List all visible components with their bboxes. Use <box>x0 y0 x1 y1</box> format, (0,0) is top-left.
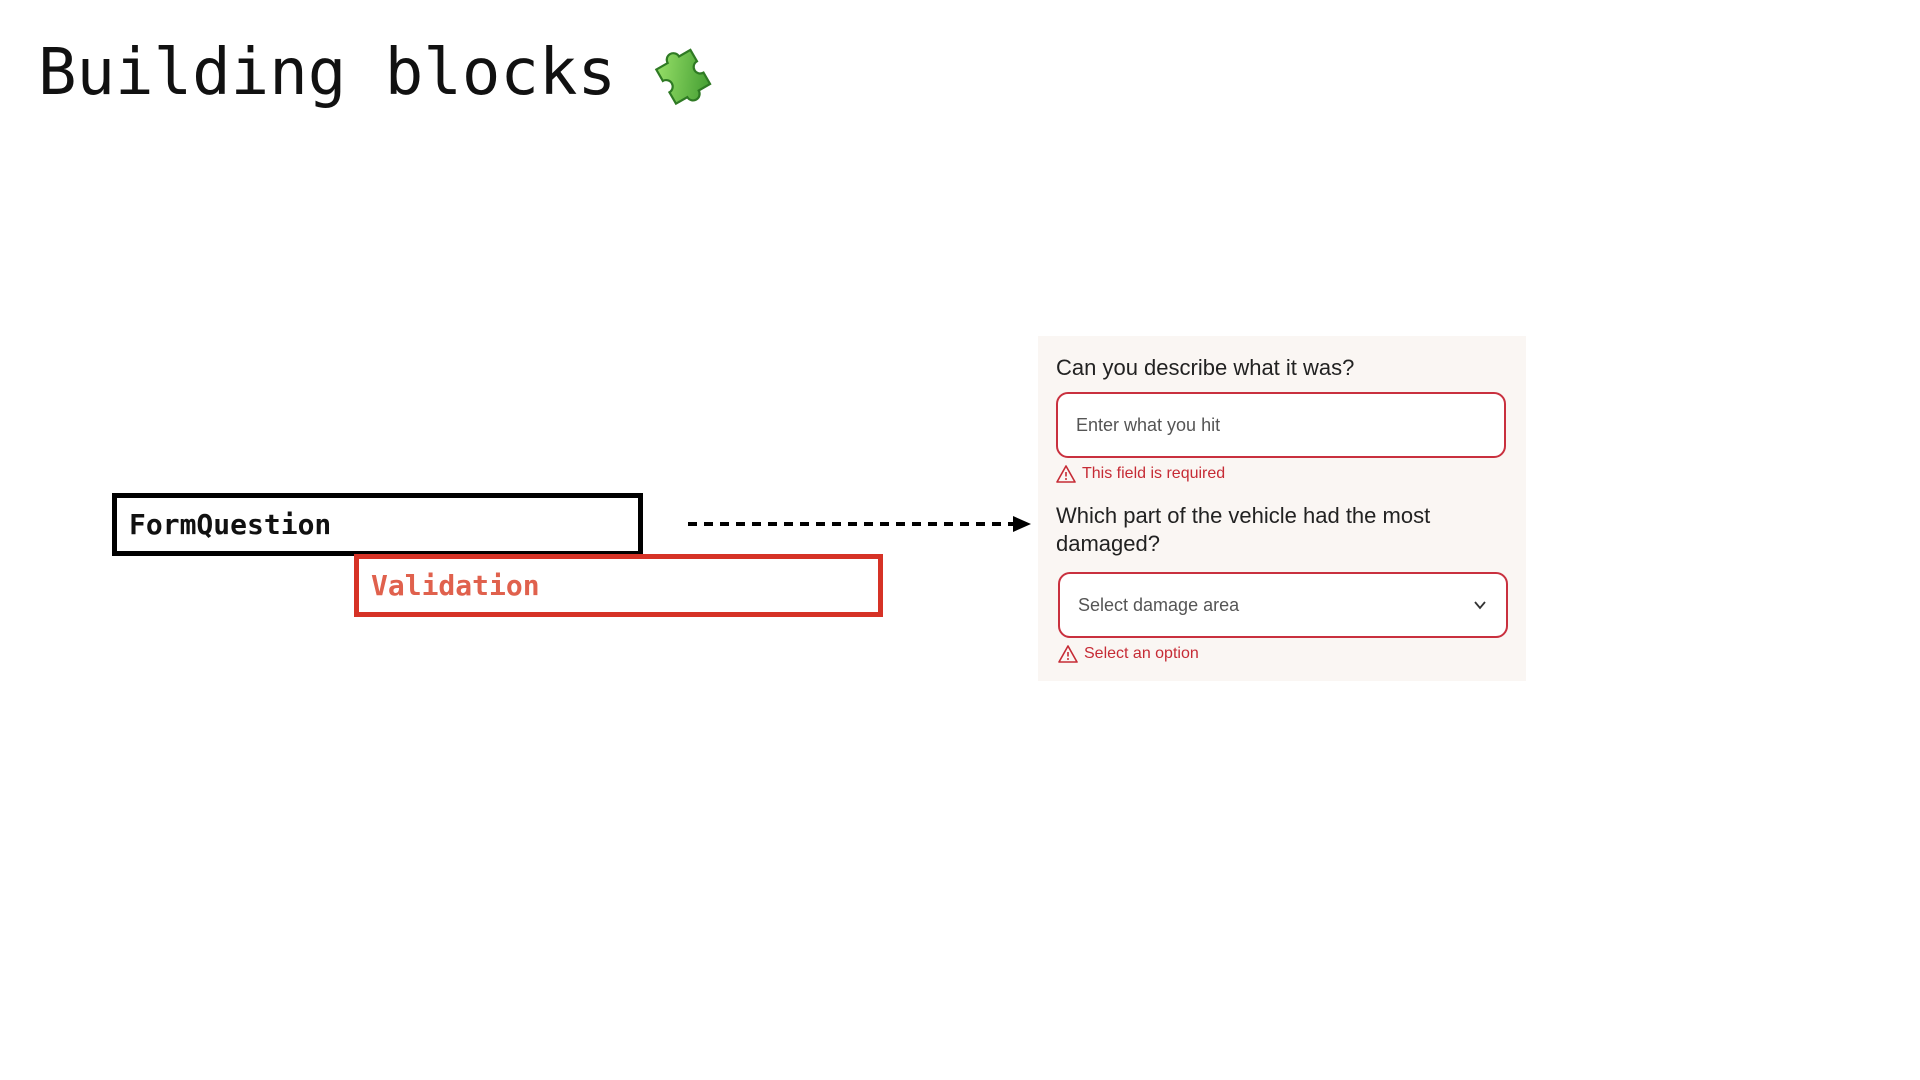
question2-error-text: Select an option <box>1084 645 1199 662</box>
damage-area-placeholder: Select damage area <box>1078 594 1240 615</box>
what-you-hit-input[interactable]: Enter what you hit <box>1056 392 1506 458</box>
validation-label: Validation <box>371 569 540 602</box>
form-question-label: FormQuestion <box>129 508 332 541</box>
slide-title: Building blocks <box>38 36 716 110</box>
question1-label: Can you describe what it was? <box>1056 355 1355 380</box>
question1-error: This field is required <box>1056 464 1225 484</box>
warning-icon <box>1058 645 1078 663</box>
warning-icon <box>1056 465 1076 483</box>
question1-error-text: This field is required <box>1082 465 1226 482</box>
question2-label: Which part of the vehicle had the most d… <box>1056 503 1431 556</box>
form-preview-panel: Can you describe what it was? Enter what… <box>1038 336 1526 681</box>
chevron-down-icon <box>1474 601 1486 610</box>
form-question-block: FormQuestion <box>112 493 643 556</box>
dashed-arrow <box>688 516 1031 532</box>
slide-title-text: Building blocks <box>38 36 616 110</box>
what-you-hit-placeholder: Enter what you hit <box>1076 414 1221 435</box>
damage-area-select[interactable]: Select damage area <box>1058 572 1508 638</box>
question2-error: Select an option <box>1058 644 1199 664</box>
puzzle-piece-icon <box>654 48 712 106</box>
validation-block: Validation <box>354 554 883 617</box>
